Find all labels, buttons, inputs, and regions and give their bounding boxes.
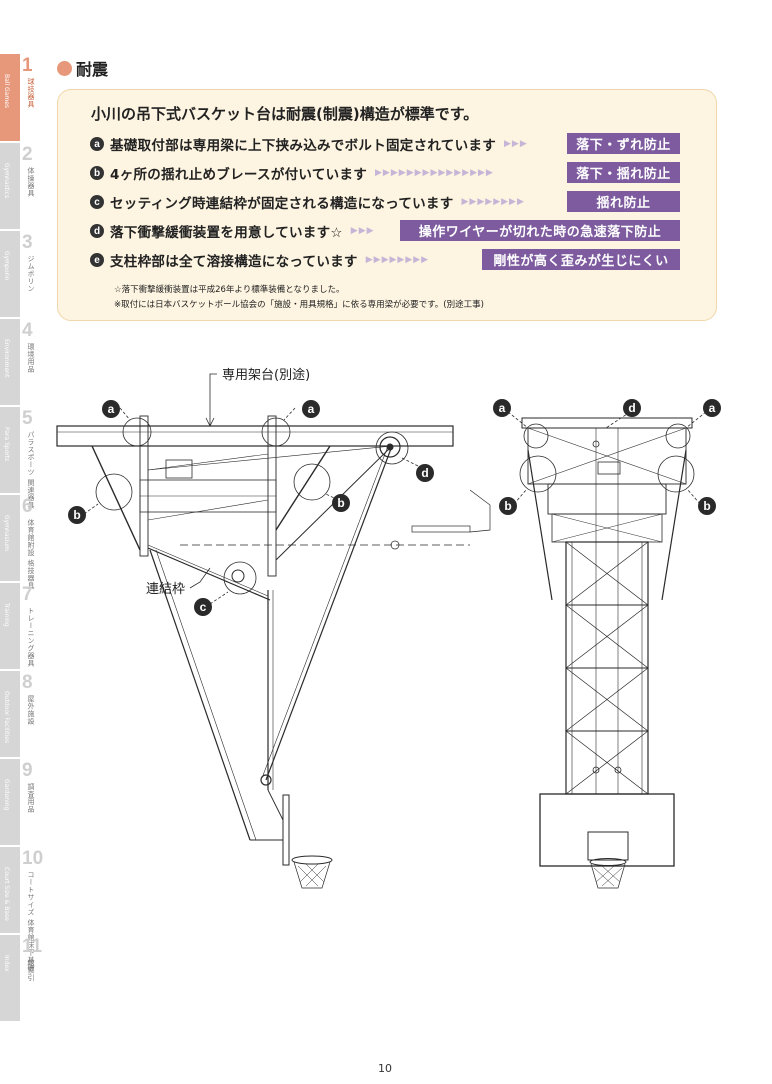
callout-b: b	[332, 494, 350, 512]
tab-number: 8	[22, 672, 33, 693]
tab-gymnasium[interactable]: Gymnasium	[0, 495, 20, 583]
tab-training[interactable]: Training	[0, 583, 20, 671]
feature-text: 落下衝撃緩衝装置を用意しています☆	[110, 225, 343, 241]
tab-number: 5	[22, 408, 33, 429]
tab-label: ジムボリン	[27, 255, 35, 293]
tab-number: 2	[22, 144, 33, 165]
feature-text: セッティング時連結枠が固定される構造になっています	[110, 196, 454, 212]
arrow-icon: ▶▶▶	[504, 139, 528, 149]
tab-number: 6	[22, 496, 33, 517]
badge-e: e	[90, 253, 104, 267]
tab-gardening[interactable]: Gardening	[0, 759, 20, 847]
feature-row-e: e 支柱枠部は全て溶接構造になっています ▶▶▶▶▶▶▶▶	[90, 249, 429, 271]
badge-d: d	[90, 224, 104, 238]
badge-c: c	[90, 195, 104, 209]
callout-d: d	[416, 464, 434, 482]
section-title: 耐震	[76, 60, 109, 79]
beam-label: 専用架台(別途)	[222, 368, 311, 383]
tab-number: 10	[22, 848, 44, 869]
feature-row-c: c セッティング時連結枠が固定される構造になっています ▶▶▶▶▶▶▶▶	[90, 191, 525, 213]
tab-label: パラスポーツ 関連器具	[27, 431, 35, 509]
feature-row-a: a 基礎取付部は専用梁に上下挟み込みでボルト固定されています ▶▶▶	[90, 133, 528, 155]
side-view	[56, 373, 491, 889]
callout-a: a	[703, 399, 721, 417]
tab-label: トレーニング器具	[27, 607, 35, 667]
tab-para-sports[interactable]: Para Sports	[0, 407, 20, 495]
feature-text: 支柱枠部は全て溶接構造になっています	[110, 254, 358, 270]
tab-gymporin[interactable]: Gymporin	[0, 231, 20, 319]
tab-environment[interactable]: Environment	[0, 319, 20, 407]
tab-label: 屋外施設	[27, 695, 35, 725]
feature-row-d: d 落下衝撃緩衝装置を用意しています☆ ▶▶▶	[90, 220, 375, 242]
tab-index[interactable]: Index	[0, 935, 20, 1023]
frame-label: 連結枠	[146, 582, 186, 597]
feature-tag: 操作ワイヤーが切れた時の急速落下防止	[400, 220, 680, 241]
section-heading: 耐震	[57, 56, 108, 80]
callout-b: b	[499, 497, 517, 515]
tab-number: 7	[22, 584, 33, 605]
tab-label: 調査用品	[27, 783, 35, 813]
callout-b: b	[698, 497, 716, 515]
info-title: 小川の吊下式バスケット台は耐震(制震)構造が標準です。	[91, 105, 479, 123]
callout-a: a	[493, 399, 511, 417]
tab-label: 環境用品	[27, 343, 35, 373]
callout-d: d	[623, 399, 641, 417]
feature-row-b: b 4ヶ所の揺れ止めブレースが付いています ▶▶▶▶▶▶▶▶▶▶▶▶▶▶▶	[90, 162, 494, 184]
tab-court-size[interactable]: Court Size & Base	[0, 847, 20, 935]
tab-label: 体育館附設 格技器具	[27, 519, 35, 590]
note: ※取付には日本バスケットボール協会の「施設・用具規格」に依る専用梁が必要です。(…	[114, 300, 484, 310]
feature-tag: 揺れ防止	[567, 191, 680, 212]
tab-number: 9	[22, 760, 33, 781]
feature-text: 基礎取付部は専用梁に上下挟み込みでボルト固定されています	[110, 138, 496, 154]
badge-a: a	[90, 137, 104, 151]
tab-label: 総索引	[27, 959, 35, 982]
feature-tag: 落下・揺れ防止	[567, 162, 680, 183]
tab-number: 11	[22, 936, 43, 957]
tab-number: 3	[22, 232, 33, 253]
arrow-icon: ▶▶▶▶▶▶▶▶	[365, 255, 430, 265]
tab-gymnastics[interactable]: Gymnastics	[0, 143, 20, 231]
page-number: 10	[378, 1062, 392, 1075]
feature-text: 4ヶ所の揺れ止めブレースが付いています	[110, 167, 368, 183]
arrow-icon: ▶▶▶▶▶▶▶▶▶▶▶▶▶▶▶	[375, 168, 494, 178]
feature-tag: 剛性が高く歪みが生じにくい	[482, 249, 680, 270]
arrow-icon: ▶▶▶	[350, 226, 375, 236]
tab-ball-games[interactable]: Ball Games	[0, 54, 20, 143]
tab-number: 1	[22, 55, 33, 76]
badge-b: b	[90, 166, 104, 180]
callout-c: c	[194, 598, 212, 616]
tab-label: 体操器具	[27, 167, 35, 197]
feature-tag: 落下・ずれ防止	[567, 133, 680, 154]
tab-outdoor[interactable]: Outdoor Facilities	[0, 671, 20, 759]
callout-a: a	[102, 400, 120, 418]
tab-label: コートサイズ 体育館床下基礎	[27, 871, 35, 972]
front-view	[507, 411, 707, 889]
tab-number: 4	[22, 320, 33, 341]
bullet-icon	[57, 60, 72, 76]
callout-a: a	[302, 400, 320, 418]
note: ☆落下衝撃緩衝装置は平成26年より標準装備となりました。	[114, 285, 345, 295]
arrow-icon: ▶▶▶▶▶▶▶▶	[461, 197, 525, 207]
info-box: 小川の吊下式バスケット台は耐震(制震)構造が標準です。 a 基礎取付部は専用梁に…	[57, 89, 717, 321]
callout-b: b	[68, 506, 86, 524]
tab-label: 球技器具	[27, 78, 35, 108]
